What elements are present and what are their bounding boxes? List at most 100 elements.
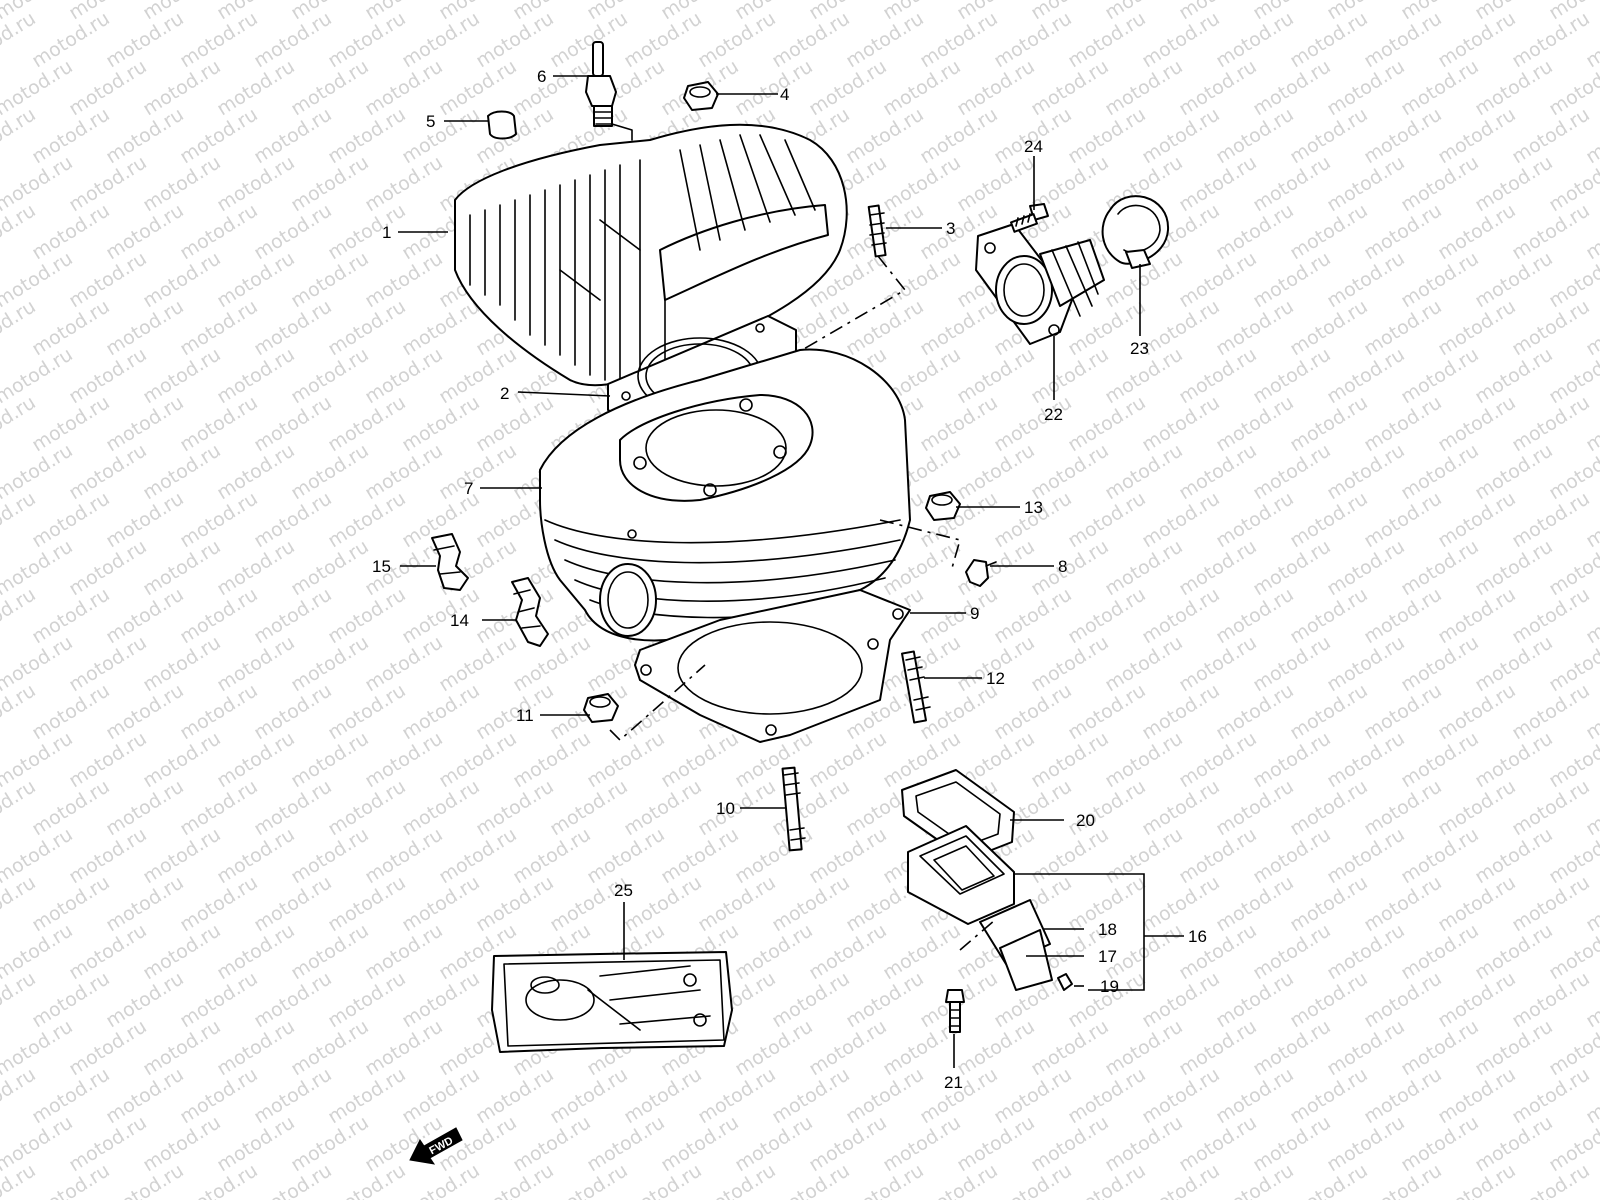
watermark-text: motod.ru (287, 727, 373, 792)
watermark-text: motod.ru (398, 103, 484, 168)
watermark-text: motod.ru (953, 535, 1039, 600)
watermark-text: motod.ru (1286, 295, 1372, 360)
watermark-text: motod.ru (1064, 7, 1150, 72)
watermark-text: motod.ru (176, 679, 262, 744)
watermark-text: motod.ru (805, 1111, 891, 1176)
cap (487, 110, 517, 140)
watermark-text: motod.ru (1286, 967, 1372, 1032)
watermark-text: motod.ru (1508, 967, 1594, 1032)
watermark-text: motod.ru (694, 1063, 780, 1128)
watermark-text: motod.ru (1434, 391, 1520, 456)
watermark-text: motod.ru (324, 487, 410, 552)
watermark-text: motod.ru (250, 583, 336, 648)
watermark-text: motod.ru (287, 919, 373, 984)
watermark-text: motod.ru (28, 583, 114, 648)
watermark-text: motod.ru (1508, 775, 1594, 840)
watermark-text: motod.ru (990, 103, 1076, 168)
watermark-text: motod.ru (1175, 535, 1261, 600)
watermark-text: motod.ru (1064, 391, 1150, 456)
watermark-text: motod.ru (953, 55, 1039, 120)
watermark-text: motod.ru (1138, 103, 1224, 168)
watermark-text: motod.ru (398, 583, 484, 648)
watermark-text: motod.ru (1397, 247, 1483, 312)
watermark-text: motod.ru (472, 7, 558, 72)
watermark-text: motod.ru (28, 487, 114, 552)
gasket-set-bag (491, 951, 733, 1053)
watermark-text: motod.ru (435, 727, 521, 792)
head-stud (867, 204, 887, 258)
watermark-text: motod.ru (620, 7, 706, 72)
callout-5: 5 (426, 112, 435, 131)
watermark-text: motod.ru (176, 583, 262, 648)
watermark-text: motod.ru (102, 199, 188, 264)
watermark-text: motod.ru (65, 535, 151, 600)
watermark-text: motod.ru (65, 919, 151, 984)
watermark-text: motod.ru (1434, 775, 1520, 840)
watermark-text: motod.ru (1434, 1063, 1520, 1128)
watermark-text: motod.ru (1286, 1063, 1372, 1128)
watermark-text: motod.ru (28, 391, 114, 456)
watermark-text: motod.ru (139, 1111, 225, 1176)
watermark-text: motod.ru (1249, 343, 1335, 408)
watermark-text: motod.ru (1249, 55, 1335, 120)
watermark-text: motod.ru (435, 55, 521, 120)
watermark-text: motod.ru (916, 679, 1002, 744)
watermark-text: motod.ru (28, 7, 114, 72)
watermark-text: motod.ru (805, 55, 891, 120)
watermark-text: motod.ru (139, 247, 225, 312)
watermark-text: motod.ru (361, 727, 447, 792)
watermark-text: motod.ru (287, 55, 373, 120)
watermark-text: motod.ru (1397, 919, 1483, 984)
watermark-text: motod.ru (1397, 1111, 1483, 1176)
watermark-text: motod.ru (287, 823, 373, 888)
watermark-text: motod.ru (28, 871, 114, 936)
watermark-text: motod.ru (1360, 487, 1446, 552)
watermark-text: motod.ru (657, 823, 743, 888)
callout-3: 3 (946, 219, 955, 238)
callout-20: 20 (1076, 811, 1095, 830)
watermark-text: motod.ru (1249, 247, 1335, 312)
watermark-text: motod.ru (1175, 439, 1261, 504)
watermark-text: motod.ru (1471, 343, 1557, 408)
watermark-text: motod.ru (361, 823, 447, 888)
watermark-text: motod.ru (509, 1111, 595, 1176)
watermark-text: motod.ru (213, 343, 299, 408)
spark-plug (585, 41, 633, 141)
watermark-text: motod.ru (805, 727, 891, 792)
watermark-text: motod.ru (1508, 487, 1594, 552)
watermark-text: motod.ru (1101, 727, 1187, 792)
watermark-text: motod.ru (1101, 55, 1187, 120)
watermark-text: motod.ru (1286, 7, 1372, 72)
watermark-text: motod.ru (1471, 1015, 1557, 1080)
watermark-text: motod.ru (1101, 631, 1187, 696)
watermark-text: motod.ru (1138, 775, 1224, 840)
watermark-text: motod.ru (250, 7, 336, 72)
callout-25: 25 (614, 881, 633, 900)
watermark-text: motod.ru (583, 1111, 669, 1176)
watermark-text: motod.ru (28, 295, 114, 360)
callout-1: 1 (382, 223, 391, 242)
watermark-text: motod.ru (879, 1111, 965, 1176)
watermark-text: motod.ru (324, 7, 410, 72)
watermark-text: motod.ru (361, 151, 447, 216)
watermark-text: motod.ru (879, 247, 965, 312)
watermark-text: motod.ru (805, 1015, 891, 1080)
watermark-text: motod.ru (1286, 775, 1372, 840)
watermark-text: motod.ru (287, 1111, 373, 1176)
watermark-text: motod.ru (65, 1111, 151, 1176)
reed-bolt (945, 989, 965, 1033)
watermark-text: motod.ru (250, 871, 336, 936)
watermark-text: motod.ru (1138, 1063, 1224, 1128)
watermark-text: motod.ru (953, 1111, 1039, 1176)
watermark-text: motod.ru (1397, 151, 1483, 216)
watermark-text: motod.ru (102, 1063, 188, 1128)
watermark-text: motod.ru (1027, 631, 1113, 696)
watermark-text: motod.ru (1508, 391, 1594, 456)
watermark-text: motod.ru (65, 247, 151, 312)
watermark-text: motod.ru (1175, 247, 1261, 312)
cylinder-nut (583, 693, 619, 723)
watermark-text: motod.ru (916, 103, 1002, 168)
watermark-text: motod.ru (324, 103, 410, 168)
cylinder-stud-lower (781, 766, 806, 852)
watermark-text: motod.ru (102, 679, 188, 744)
